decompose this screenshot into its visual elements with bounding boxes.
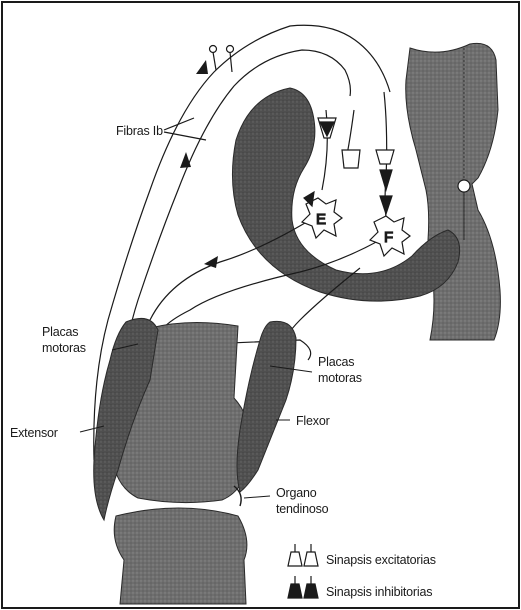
neuron-e-label: E — [316, 211, 326, 228]
label-placas-motoras-left-1: Placas — [42, 325, 78, 339]
central-canal — [458, 180, 470, 192]
legend-label-excitatory: Sinapsis excitatorias — [326, 553, 436, 567]
legend-inhibitory-icons — [288, 576, 318, 598]
neuron-f-label: F — [384, 229, 393, 246]
label-extensor: Extensor — [10, 426, 58, 440]
legend-excitatory-icons — [288, 544, 318, 566]
arrow-afferent-mid — [180, 152, 191, 168]
label-fibras-ib: Fibras Ib — [116, 124, 163, 138]
ganglion-cell-2 — [227, 46, 234, 53]
label-tendinoso: tendinoso — [276, 502, 328, 516]
label-flexor: Flexor — [296, 414, 330, 428]
neurons: E F — [302, 118, 410, 256]
flexor-muscle — [237, 321, 296, 492]
bone-lower — [114, 508, 247, 604]
ganglion-stalk-1 — [213, 52, 216, 70]
legend — [288, 544, 318, 598]
label-placas-motoras-right-1: Placas — [318, 355, 354, 369]
neuron-top-3-synapse — [380, 170, 392, 190]
label-placas-motoras-left-2: motoras — [42, 341, 86, 355]
legend-label-inhibitory: Sinapsis inhibitorias — [326, 585, 432, 599]
arrow-efferent — [204, 256, 218, 268]
limb — [80, 318, 312, 604]
organo-leader — [244, 496, 270, 498]
arrow-afferent-up — [196, 60, 208, 74]
neuron-top-3 — [376, 150, 394, 164]
label-organo: Organo — [276, 486, 317, 500]
neuron-top-2 — [342, 150, 360, 168]
label-placas-motoras-right-2: motoras — [318, 371, 362, 385]
ganglion-cell-1 — [210, 46, 217, 53]
fibras-leader-1 — [164, 118, 194, 130]
spinal-cord — [232, 43, 500, 340]
neuron-f-synapse — [380, 196, 392, 214]
ganglion-stalk-2 — [230, 52, 232, 72]
